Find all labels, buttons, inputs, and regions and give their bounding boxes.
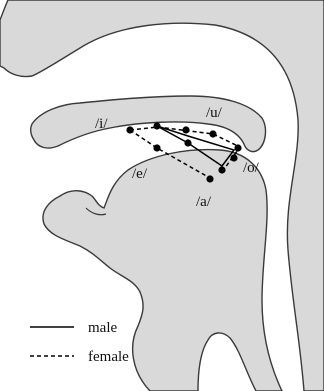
legend-female-label: female — [88, 349, 129, 365]
vowel-marker — [153, 144, 160, 151]
legend: male female — [30, 320, 129, 365]
vowel-label-e: /e/ — [132, 166, 148, 182]
upper-palate-shape — [31, 96, 266, 152]
vowel-marker — [184, 139, 191, 146]
vowel-marker — [230, 154, 237, 161]
vowel-marker — [153, 122, 160, 129]
tongue-shape — [43, 150, 282, 391]
vowel-marker — [126, 126, 133, 133]
vowel-label-i: /i/ — [95, 116, 108, 132]
vowel-marker — [182, 126, 189, 133]
vowel-marker — [206, 175, 213, 182]
vowel-marker — [209, 130, 216, 137]
vowel-label-u: /u/ — [206, 105, 223, 121]
vowel-marker — [234, 144, 241, 151]
vowel-label-a: /a/ — [196, 194, 212, 210]
vowel-label-o: /o/ — [243, 160, 260, 176]
vowel-marker — [218, 166, 225, 173]
legend-male-label: male — [88, 320, 117, 336]
